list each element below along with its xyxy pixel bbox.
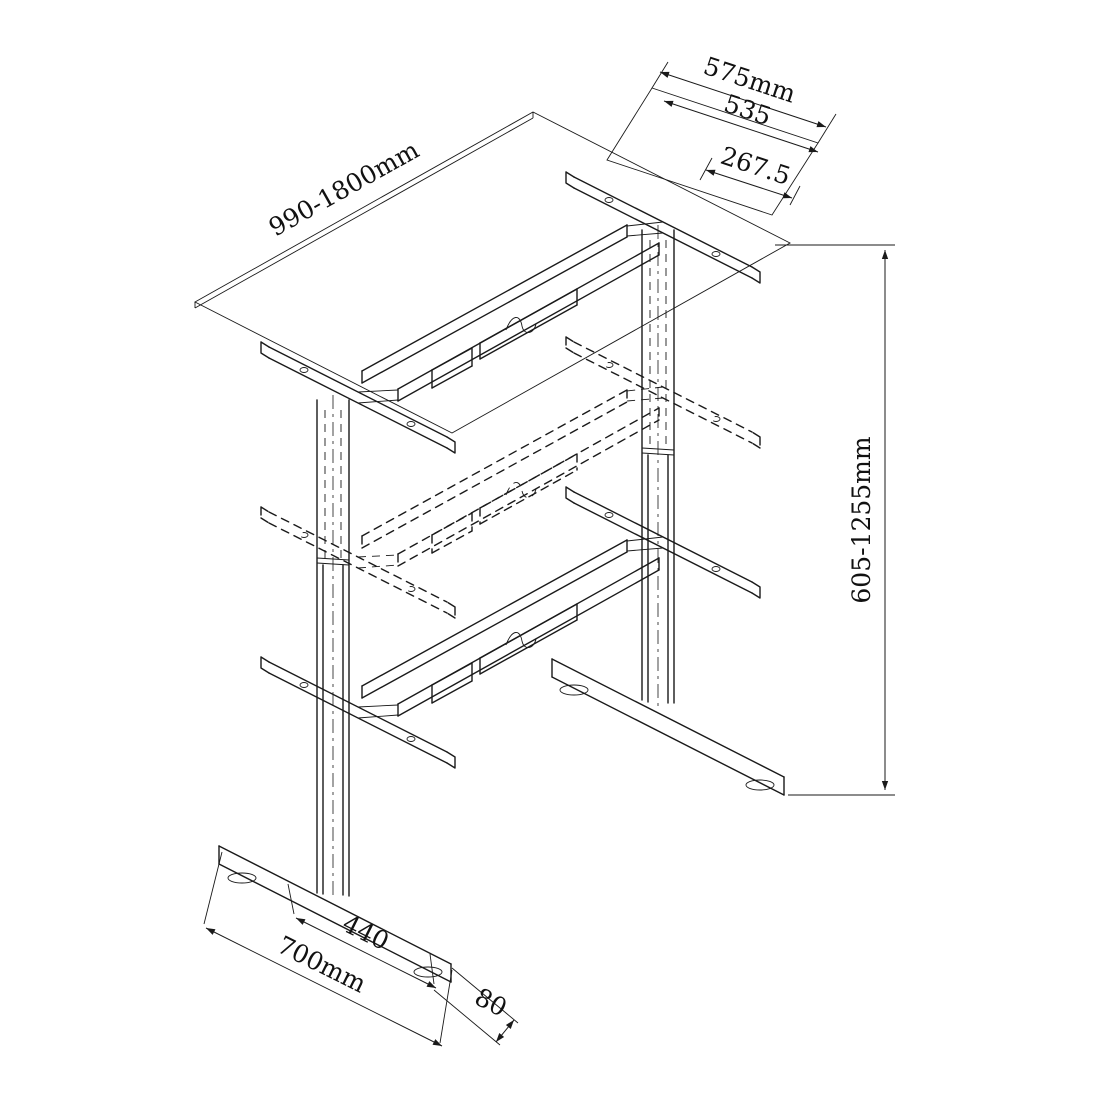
dimension-lines [203,61,895,1047]
right-leg-column [641,225,675,710]
frame-mid-position-phantom [260,336,761,619]
left-leg-column [316,395,350,900]
dim-label-desk-width-range: 990-1800mm [264,135,424,242]
dim-label-top-bracket-half: 267.5 [717,141,794,191]
dimension-labels: 990-1800mm 605-1255mm 575mm 535 267.5 70… [264,51,876,1022]
frame-low-position [260,486,761,769]
dim-label-height-range: 605-1255mm [847,436,876,603]
frame-top-position [260,171,761,454]
right-foot [551,658,785,796]
desktop-outline [194,87,819,434]
